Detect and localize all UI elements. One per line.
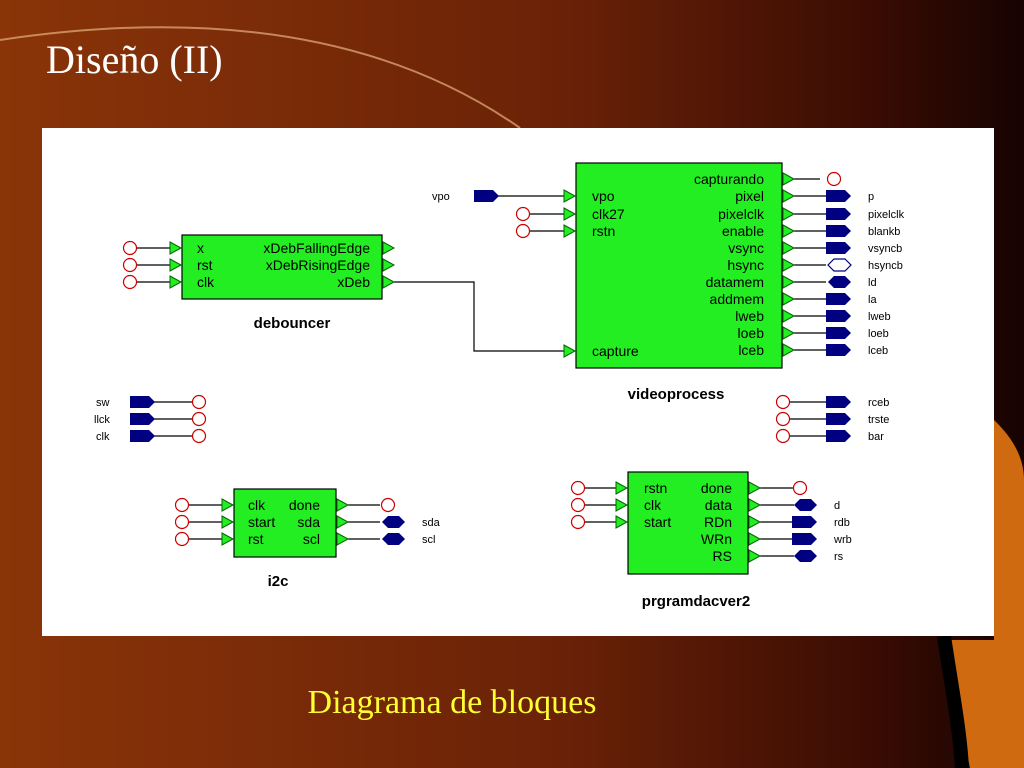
videoprocess-red-pads — [515, 171, 842, 239]
debouncer-input-clk: clk — [197, 274, 215, 290]
i2c-output-scl: scl — [303, 531, 320, 547]
wires — [137, 178, 826, 557]
debouncer-input-x: x — [197, 240, 204, 256]
videoprocess-output-loeb: loeb — [738, 325, 765, 341]
i2c-pads: sda scl — [174, 497, 441, 547]
dac-input-rstn: rstn — [644, 480, 667, 496]
debouncer-input-pads — [122, 240, 138, 290]
dac-pads: d rdb wrb rs — [570, 480, 852, 563]
diagram-panel: x rst clk xDebFallingEdge xDebRisingEdge… — [42, 128, 994, 636]
prgramdacver2-name: prgramdacver2 — [642, 593, 750, 610]
videoprocess-output-addmem: addmem — [710, 291, 764, 307]
pad-label-la: la — [868, 294, 877, 306]
videoprocess-output-hsync: hsync — [727, 257, 764, 273]
pad-label-loeb: loeb — [868, 328, 889, 340]
pad-label-d: d — [834, 500, 840, 512]
pad-label-ld: ld — [868, 277, 877, 289]
dac-output-rs: RS — [713, 548, 732, 564]
pad-label-hsyncb: hsyncb — [868, 260, 903, 272]
pad-label-llck: llck — [94, 414, 110, 426]
dac-output-data: data — [705, 497, 732, 513]
videoprocess-output-lweb: lweb — [735, 308, 764, 324]
videoprocess-input-capture: capture — [592, 343, 639, 359]
videoprocess-output-vsync: vsync — [728, 240, 764, 256]
dac-input-start: start — [644, 514, 671, 530]
i2c-input-start: start — [248, 514, 275, 530]
slide-title: Diseño (II) — [46, 37, 223, 82]
pad-label-rceb: rceb — [868, 397, 889, 409]
i2c-block: clk start rst done sda scl i2c — [221, 488, 349, 590]
pad-label-bar: bar — [868, 431, 884, 443]
video-output-pads: p pixelclk blankb vsyncb hsyncb ld la lw… — [826, 190, 905, 357]
videoprocess-output-capturando: capturando — [694, 171, 764, 187]
videoprocess-name: videoprocess — [628, 386, 725, 403]
pad-label-clk: clk — [96, 431, 110, 443]
pad-label-sda: sda — [422, 517, 441, 529]
videoprocess-input-vpo: vpo — [592, 188, 615, 204]
pad-label-wrb: wrb — [833, 534, 852, 546]
pad-label-lceb: lceb — [868, 345, 888, 357]
debouncer-output-rising: xDebRisingEdge — [266, 257, 370, 273]
slide-caption: Diagrama de bloques — [307, 684, 597, 721]
videoprocess-output-datamem: datamem — [706, 274, 764, 290]
pad-label-blankb: blankb — [868, 226, 900, 238]
debouncer-input-rst: rst — [197, 257, 213, 273]
dac-output-done: done — [701, 480, 732, 496]
debouncer-output-xdeb: xDeb — [337, 274, 370, 290]
pad-label-vsyncb: vsyncb — [868, 243, 902, 255]
i2c-output-sda: sda — [297, 514, 320, 530]
pad-label-pixelclk: pixelclk — [868, 209, 905, 221]
videoprocess-input-clk27: clk27 — [592, 206, 625, 222]
dac-input-clk: clk — [644, 497, 662, 513]
i2c-name: i2c — [268, 573, 289, 590]
videoprocess-input-rstn: rstn — [592, 223, 615, 239]
block-diagram: x rst clk xDebFallingEdge xDebRisingEdge… — [94, 162, 905, 610]
pad-label-lweb: lweb — [868, 311, 891, 323]
pad-label-rs: rs — [834, 551, 844, 563]
pad-label-p: p — [868, 191, 874, 203]
debouncer-name: debouncer — [254, 315, 331, 332]
debouncer-block: x rst clk xDebFallingEdge xDebRisingEdge… — [169, 234, 395, 332]
vpo-pad-label: vpo — [432, 191, 450, 203]
videoprocess-output-pixelclk: pixelclk — [718, 206, 765, 222]
left-input-pads: sw llck clk — [94, 394, 207, 444]
i2c-input-clk: clk — [248, 497, 266, 513]
pad-label-trste: trste — [868, 414, 889, 426]
pad-label-sw: sw — [96, 397, 110, 409]
videoprocess-output-pixel: pixel — [735, 188, 764, 204]
videoprocess-output-enable: enable — [722, 223, 764, 239]
right-misc-pads: rceb trste bar — [775, 394, 889, 444]
dac-output-wrn: WRn — [701, 531, 732, 547]
debouncer-output-falling: xDebFallingEdge — [263, 240, 370, 256]
i2c-input-rst: rst — [248, 531, 264, 547]
pad-label-scl: scl — [422, 534, 435, 546]
videoprocess-output-lceb: lceb — [738, 342, 764, 358]
pad-label-rdb: rdb — [834, 517, 850, 529]
prgramdacver2-block: rstn clk start done data RDn WRn RS prgr… — [615, 471, 761, 610]
vpo-pad: vpo — [432, 190, 499, 203]
dac-output-rdn: RDn — [704, 514, 732, 530]
videoprocess-block: vpo clk27 rstn capture capturando pixel … — [563, 162, 795, 403]
i2c-output-done: done — [289, 497, 320, 513]
